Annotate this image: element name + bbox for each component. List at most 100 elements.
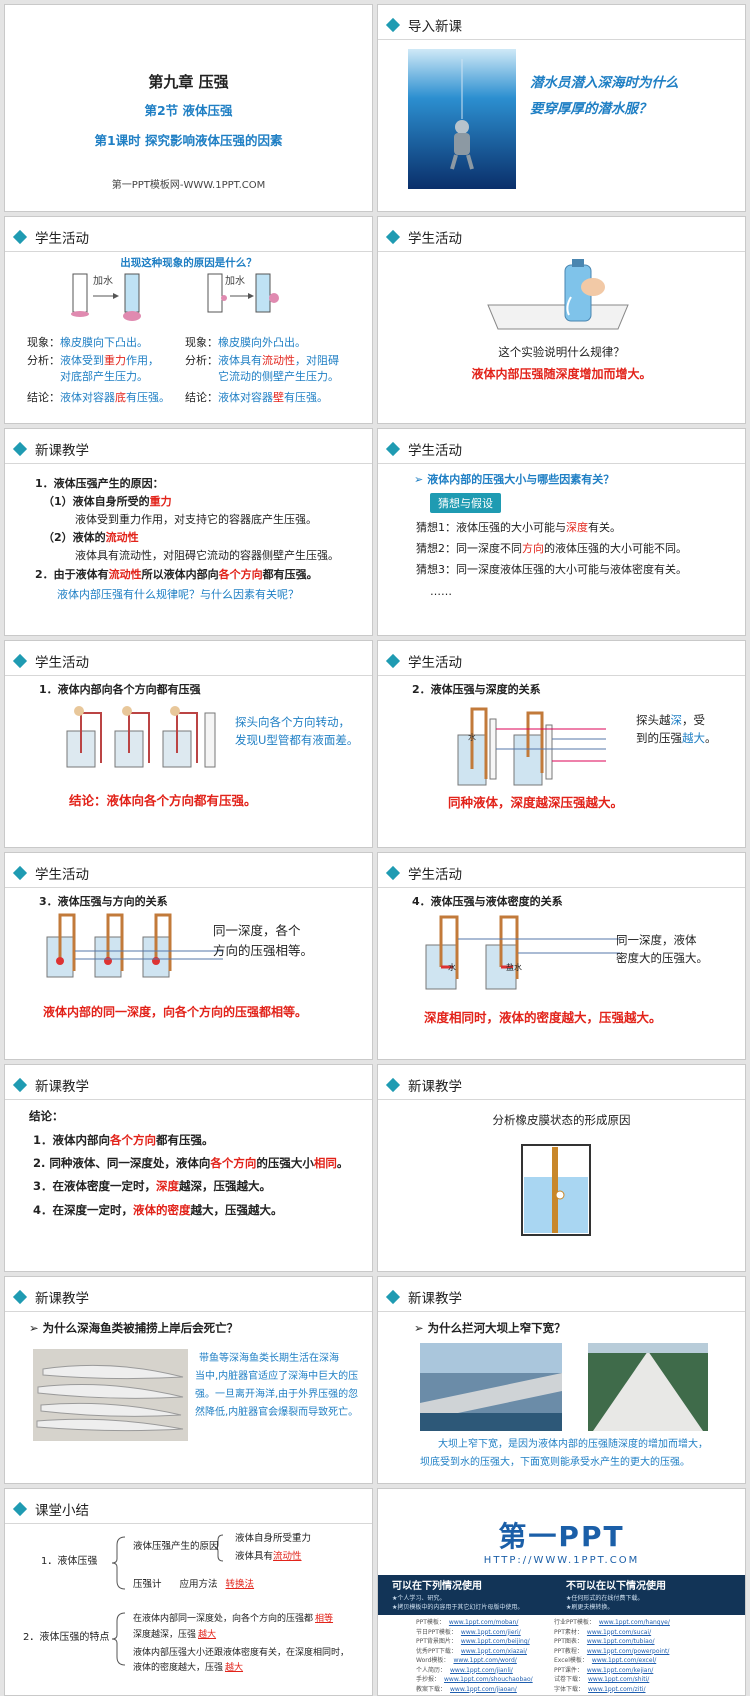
diver-photo	[408, 49, 516, 189]
slide-activity-directions[interactable]: 学生活动 1．液体内部向各个方向都有压强 探头向各个方向转动， 发现U型管都有液…	[4, 640, 373, 848]
usage-forbidden-2: ★刷更夫模转换。	[566, 1604, 614, 1611]
slide-header: 学生活动	[385, 439, 462, 459]
section-title: 第2节 液体压强	[144, 103, 233, 118]
bottle-question: 这个实验说明什么规律？	[498, 345, 625, 359]
footer-link-row[interactable]: 个人简历：www.1ppt.com/jianli/	[416, 1667, 513, 1675]
slide-teaching-membrane[interactable]: 新课教学 分析橡皮膜状态的形成原因	[377, 1064, 746, 1272]
footer-link-row[interactable]: 字体下载：www.1ppt.com/ziti/	[554, 1686, 645, 1694]
footer-link-row[interactable]: 节日PPT模板：www.1ppt.com/jieri/	[416, 1629, 521, 1637]
exp1-conclusion: 结论：液体向各个方向都有压强。	[69, 793, 257, 808]
cause-fluidity: （2）液体的流动性	[43, 531, 139, 544]
slide-summary[interactable]: 课堂小结 1．液体压强 液体压强产生的原因 液体自身所受重力 液体具有流动性 压…	[4, 1488, 373, 1696]
footer-link-row[interactable]: PPT素材：www.1ppt.com/sucai/	[554, 1629, 651, 1637]
exp2-water-label: 水	[468, 733, 476, 742]
conclusion-4: 4．在深度一定时，液体的密度越大，压强越大。	[33, 1203, 283, 1217]
footer-link-url[interactable]: www.1ppt.com/moban/	[448, 1619, 519, 1626]
slide-activity-depth[interactable]: 学生活动 2．液体压强与深度的关系 水 探头越深，受 到的压强越大。 同种液体，…	[377, 640, 746, 848]
footer-link-row[interactable]: 手抄报：www.1ppt.com/shouchaobao/	[416, 1676, 533, 1684]
summary-feature-2: 深度越深，压强越大	[133, 1630, 217, 1640]
dam-text-2: 坝底受到水的压强大，下面宽则能承受水产生的更大的压强。	[420, 1457, 690, 1468]
exp4-title: 4．液体压强与液体密度的关系	[412, 895, 563, 908]
footer-link-row[interactable]: PPT图表：www.1ppt.com/tubiao/	[554, 1638, 655, 1646]
links-panel: PPT模板：www.1ppt.com/moban/节日PPT模板：www.1pp…	[378, 1615, 745, 1695]
bottle-tray-figure	[487, 259, 629, 330]
brand-url[interactable]: HTTP://WWW.1PPT.COM	[483, 1555, 640, 1566]
slide-intro[interactable]: 导入新课 潜水员潜入深海时为什么 要穿厚厚的潜水服？	[377, 4, 746, 212]
footer-link-url[interactable]: www.1ppt.com/word/	[453, 1657, 517, 1664]
fish-text-2: 当中,内脏器官适应了深海中巨大的压	[195, 1371, 359, 1382]
diamond-icon	[385, 1077, 401, 1093]
summary-gauge: 压强计应用方法转换法	[133, 1579, 255, 1590]
usage-allowed-title: 可以在下列情况使用	[392, 1581, 482, 1592]
slide-activity-hypothesis[interactable]: 学生活动 ➢液体内部的压强大小与哪些因素有关？ 猜想与假设 猜想1：液体压强的大…	[377, 428, 746, 636]
footer-link-url[interactable]: www.1ppt.com/kejian/	[586, 1666, 654, 1674]
footer-link-url[interactable]: www.1ppt.com/excel/	[591, 1657, 657, 1664]
diamond-icon	[385, 229, 401, 245]
summary-braces	[111, 1534, 224, 1666]
brand-logo: 第一PPT	[498, 1520, 625, 1553]
footer-link-url[interactable]: www.1ppt.com/shiti/	[588, 1676, 650, 1683]
footer-link-url[interactable]: www.1ppt.com/ziti/	[588, 1685, 646, 1693]
diamond-icon	[385, 441, 401, 457]
diamond-icon	[12, 865, 28, 881]
footer-link-label: 手抄报：	[416, 1676, 441, 1683]
slide-activity-bottle[interactable]: 学生活动 这个实验说明什么规律？ 液体内部压强随深度增加而增大。	[377, 216, 746, 424]
slide-title[interactable]: 第九章 压强 第2节 液体压强 第1课时 探究影响液体压强的因素 第一PPT模板…	[4, 4, 373, 212]
footer-link-label: 个人简历：	[416, 1666, 447, 1674]
side-membrane-figure	[207, 273, 279, 313]
slide-header: 课堂小结	[12, 1499, 89, 1519]
conclusion-2: 2. 同种液体、同一深度处，液体向各个方向的压强大小相同。	[33, 1156, 349, 1170]
exp2-conclusion: 同种液体，深度越深压强越大。	[448, 795, 624, 810]
slide-teaching-conclusion[interactable]: 新课教学 结论： 1．液体内部向各个方向都有压强。 2. 同种液体、同一深度处，…	[4, 1064, 373, 1272]
fish-photo	[33, 1349, 188, 1441]
footer-link-row[interactable]: Word模板：www.1ppt.com/word/	[416, 1657, 517, 1665]
exp3-conclusion: 液体内部的同一深度，向各个方向的压强都相等。	[43, 1005, 308, 1019]
slide-header: 新课教学	[385, 1287, 462, 1307]
chapter-title: 第九章 压强	[148, 73, 229, 91]
summary-cause: 液体压强产生的原因	[133, 1541, 219, 1552]
usage-footer: 可以在下列情况使用 ★个人学习、研究。 ★拷贝模板中的内容用于其它幻灯片母版中使…	[378, 1575, 745, 1695]
footer-link-label: Excel模板：	[554, 1657, 588, 1664]
exp4-conclusion: 深度相同时，液体的密度越大，压强越大。	[424, 1010, 662, 1025]
exp4-note-1: 同一深度，液体	[616, 933, 697, 947]
hypothesis-tag: 猜想与假设	[430, 493, 501, 513]
footer-link-url[interactable]: www.1ppt.com/jiaoan/	[450, 1685, 517, 1693]
footer-link-url[interactable]: www.1ppt.com/beijing/	[460, 1638, 530, 1645]
footer-link-url[interactable]: www.1ppt.com/xiazai/	[460, 1647, 527, 1655]
footer-link-row[interactable]: PPT教程：www.1ppt.com/powerpoint/	[554, 1648, 669, 1656]
exp2-title: 2．液体压强与深度的关系	[412, 683, 541, 696]
footer-link-url[interactable]: www.1ppt.com/jianli/	[450, 1666, 513, 1674]
footer-link-url[interactable]: www.1ppt.com/hangye/	[598, 1619, 670, 1626]
footer-link-url[interactable]: www.1ppt.com/sucai/	[586, 1628, 652, 1636]
footer-link-row[interactable]: 试卷下载：www.1ppt.com/shiti/	[554, 1676, 649, 1684]
diamond-icon	[385, 653, 401, 669]
footer-link-row[interactable]: 行业PPT模板：www.1ppt.com/hangye/	[554, 1619, 670, 1627]
slide-activity-density[interactable]: 学生活动 4．液体压强与液体密度的关系 水 盐水 同一深度，液体 密度大的压强大…	[377, 852, 746, 1060]
slide-teaching-cause[interactable]: 新课教学 1．液体压强产生的原因： （1）液体自身所受的重力 液体受到重力作用，…	[4, 428, 373, 636]
exp1-note-2: 发现U型管都有液面差。	[235, 733, 359, 747]
footer-link-row[interactable]: 优秀PPT下载：www.1ppt.com/xiazai/	[416, 1648, 527, 1656]
intro-question-1: 潜水员潜入深海时为什么	[530, 75, 679, 91]
conclusion-label: 结论：	[29, 1109, 64, 1123]
footer-link-url[interactable]: www.1ppt.com/tubiao/	[586, 1638, 655, 1645]
footer-link-row[interactable]: PPT背景图片：www.1ppt.com/beijing/	[416, 1638, 530, 1646]
bottom-membrane-figure	[71, 273, 141, 321]
slide-activity-membrane[interactable]: 学生活动 出现这种现象的原因是什么？ 加水 加水 现象：橡皮膜向下凸出。 分析：…	[4, 216, 373, 424]
footer-link-row[interactable]: Excel模板：www.1ppt.com/excel/	[554, 1657, 656, 1665]
slide-ending[interactable]: 第一PPT HTTP://WWW.1PPT.COM 可以在下列情况使用 ★个人学…	[377, 1488, 746, 1696]
slide-teaching-fish[interactable]: 新课教学 ➢为什么深海鱼类被捕捞上岸后会死亡？ 带鱼等深海鱼类长期生活在深海 当…	[4, 1276, 373, 1484]
dam-text-1: 大坝上窄下宽，是因为液体内部的压强随深度的增加而增大，	[438, 1439, 708, 1450]
footer-link-label: PPT图表：	[554, 1638, 583, 1645]
add-water-label: 加水	[93, 276, 113, 287]
slide-teaching-dam[interactable]: 新课教学 ➢为什么拦河大坝上窄下宽？ 大坝上窄下宽，是因为液体内部的压强随深度的…	[377, 1276, 746, 1484]
footer-link-row[interactable]: PPT模板：www.1ppt.com/moban/	[416, 1619, 518, 1627]
right-analysis: 分析：液体具有流动性，对阻碍	[185, 354, 339, 367]
cause-gravity-text: 液体受到重力作用，对支持它的容器底产生压强。	[75, 513, 317, 526]
footer-link-row[interactable]: 教案下载：www.1ppt.com/jiaoan/	[416, 1686, 517, 1694]
footer-link-url[interactable]: www.1ppt.com/jieri/	[460, 1628, 521, 1636]
footer-link-url[interactable]: www.1ppt.com/shouchaobao/	[444, 1676, 533, 1683]
slide-activity-direction-equal[interactable]: 学生活动 3．液体压强与方向的关系 同一深度，各个 方向的压强相等。 液体内部的…	[4, 852, 373, 1060]
footer-link-row[interactable]: PPT课件：www.1ppt.com/kejian/	[554, 1667, 653, 1675]
usage-forbidden-1: ★任何形式的在线付费下载。	[566, 1595, 644, 1602]
footer-link-url[interactable]: www.1ppt.com/powerpoint/	[586, 1647, 670, 1655]
